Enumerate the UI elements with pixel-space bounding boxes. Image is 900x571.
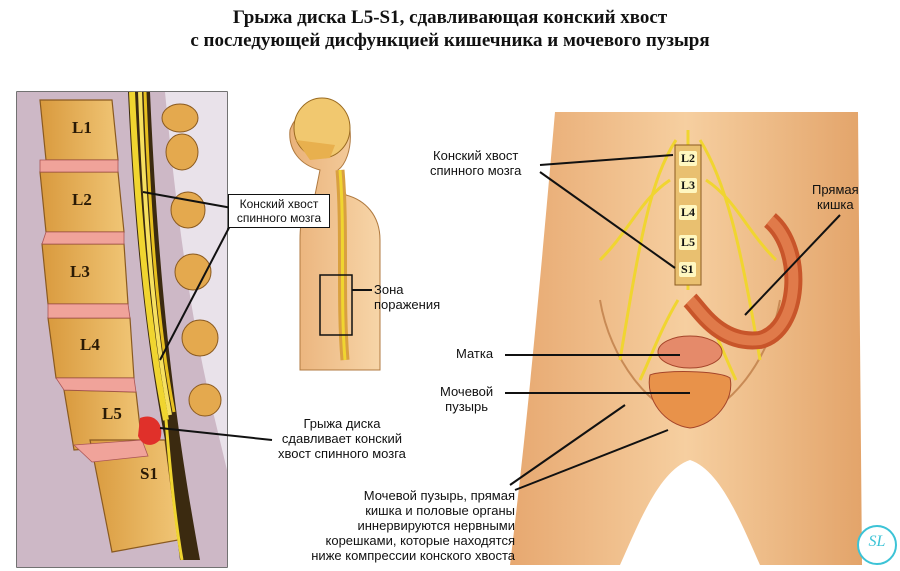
hernia-label-line-2: сдавливает конский	[281, 431, 402, 446]
cauda-equina-label-left: Конский хвост спинного мозга	[228, 194, 330, 228]
vertebra-label-l5: L5	[102, 404, 122, 423]
rectum-label-line-2: кишка	[817, 197, 854, 212]
hernia-label-line-1: Грыжа диска	[303, 416, 381, 431]
vertebra-label-l4: L4	[80, 335, 100, 354]
vertebra-label-s1: S1	[140, 464, 158, 483]
vertebra-label-l3: L3	[70, 262, 90, 281]
vertebra-label-right-l2: L2	[679, 151, 698, 166]
pelvis-torso	[510, 112, 862, 565]
cauda-label-left-line-2: спинного мозга	[236, 211, 322, 225]
left-leader-lines	[142, 191, 372, 441]
bladder-label-line-1: Мочевой	[440, 384, 494, 399]
note-line-4: корешками, которые находятся	[325, 533, 516, 548]
sl-logo: SL	[868, 533, 886, 550]
note-line-2: кишка и половые органы	[365, 503, 515, 518]
cauda-equina-label-right: Конский хвост спинного мозга	[430, 148, 521, 178]
uterus-label: Матка	[456, 346, 494, 361]
note-line-5: ниже компрессии конского хвоста	[311, 548, 515, 563]
title-line-1: Грыжа диска L5-S1, сдавливающая конский …	[232, 7, 668, 28]
innervation-note: Мочевой пузырь, прямая кишка и половые о…	[310, 488, 515, 563]
bladder-label: Мочевой пузырь	[440, 384, 493, 414]
cauda-label-left-line-1: Конский хвост	[239, 197, 319, 211]
diagram-title: Грыжа диска L5-S1, сдавливающая конский …	[0, 6, 900, 52]
rectum-label: Прямая кишка	[812, 182, 859, 212]
bladder-label-line-2: пузырь	[445, 399, 489, 414]
right-leader-lines	[505, 154, 841, 491]
logo-ring	[857, 525, 897, 565]
vertebra-label-right-s1: S1	[679, 262, 696, 277]
cauda-label-right-line-1: Конский хвост	[433, 148, 519, 163]
title-line-2: с последующей дисфункцией кишечника и мо…	[190, 30, 710, 51]
lesion-zone-label: Зона поражения	[374, 282, 440, 312]
vertebra-label-l2: L2	[72, 190, 92, 209]
rectum-label-line-1: Прямая	[812, 182, 859, 197]
vertebra-label-right-l4: L4	[679, 205, 698, 220]
vertebra-label-right-l3: L3	[679, 178, 698, 193]
disc-hernia-label: Грыжа диска сдавливает конский хвост спи…	[278, 416, 406, 461]
vertebra-label-l1: L1	[72, 118, 92, 137]
sagittal-spine-section	[16, 91, 228, 568]
body-silhouette	[289, 97, 381, 371]
note-line-1: Мочевой пузырь, прямая	[363, 488, 515, 503]
zone-label-line-1: Зона	[374, 282, 404, 297]
hernia-label-line-3: хвост спинного мозга	[278, 446, 406, 461]
zone-label-line-2: поражения	[374, 297, 441, 312]
vertebra-label-right-l5: L5	[679, 235, 698, 250]
cauda-label-right-line-2: спинного мозга	[430, 163, 522, 178]
note-line-3: иннервируются нервными	[357, 518, 515, 533]
